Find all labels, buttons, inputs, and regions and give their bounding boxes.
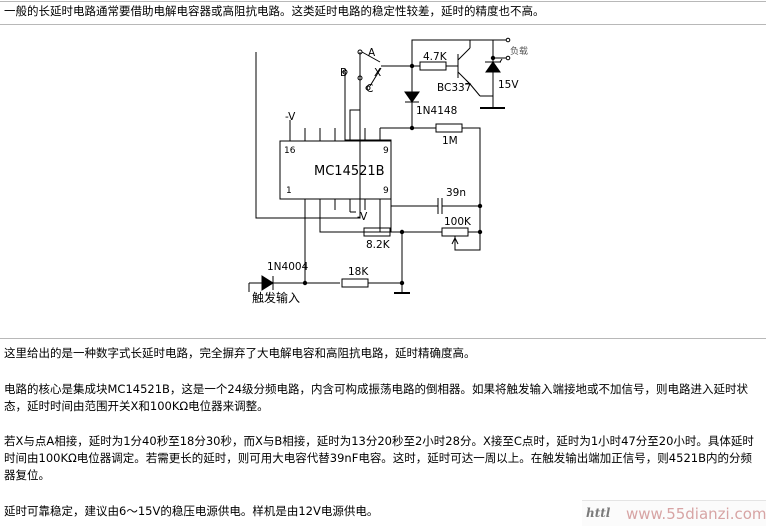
- voltage-label: 15V: [498, 79, 519, 91]
- schematic-bottom-divider: [0, 338, 766, 339]
- resistor-18k-label: 18K: [348, 266, 369, 278]
- site-watermark: httl www.55dianzi.com: [582, 500, 766, 526]
- diode-1n4004-label: 1N4004: [267, 261, 309, 273]
- supply-top-label: -V: [285, 111, 296, 123]
- paragraph-1: 这里给出的是一种数字式长延时电路，完全摒弃了大电解电容和高阻抗电路，延时精确度高…: [4, 346, 476, 360]
- resistor-4k7: [419, 61, 447, 71]
- supply-bottom-label: -V: [357, 211, 368, 223]
- switch-c-label: C: [366, 83, 373, 95]
- schematic-top-divider: [0, 24, 766, 25]
- resistor-1m-label: 1M: [442, 135, 458, 147]
- switch-x-label: X: [374, 67, 381, 79]
- pin-1-label: 1: [286, 186, 292, 196]
- resistor-4k7-label: 4.7K: [423, 51, 448, 63]
- potentiometer-100k: [441, 227, 469, 237]
- paragraph-4: 延时可靠稳定，建议由6～15V的稳压电源供电。样机是由12V电源供电。: [4, 504, 379, 518]
- resistor-8k2-label: 8.2K: [366, 239, 391, 251]
- pin-9-bottom-label: 9: [383, 186, 389, 196]
- watermark-logo: httl: [586, 506, 611, 520]
- transistor-label: BC337: [437, 82, 471, 94]
- output-label: 负载: [510, 45, 528, 57]
- watermark-url: www.55dianzi.com: [626, 505, 766, 523]
- paragraph-3: 若X与点A相接，延时为1分40秒至18分30秒，而X与B相接，延时为13分20秒…: [4, 434, 754, 482]
- trigger-input-label: 触发输入: [252, 290, 300, 305]
- top-divider: [0, 1, 766, 2]
- delay-circuit-schematic: MC14521B 16 9 1 9 -V -V A B C X 4.7K BC3…: [248, 37, 528, 305]
- resistor-1m: [435, 123, 463, 133]
- resistor-18k: [341, 278, 369, 288]
- paragraph-2: 电路的核心是集成块MC14521B，这是一个24级分频电路，内含可构成振荡电路的…: [4, 382, 749, 413]
- pin-9-top-label: 9: [383, 146, 389, 156]
- intro-paragraph: 一般的长延时电路通常要借助电解电容器或高阻抗电路。这类延时电路的稳定性较差，延时…: [4, 4, 545, 18]
- ic-name-label: MC14521B: [314, 164, 385, 179]
- pot-100k-label: 100K: [444, 216, 472, 228]
- switch-a-label: A: [368, 47, 376, 59]
- diode-1n4148-label: 1N4148: [416, 105, 457, 117]
- pin-16-label: 16: [284, 146, 296, 156]
- capacitor-39n-label: 39n: [446, 187, 466, 199]
- switch-b-label: B: [340, 67, 347, 79]
